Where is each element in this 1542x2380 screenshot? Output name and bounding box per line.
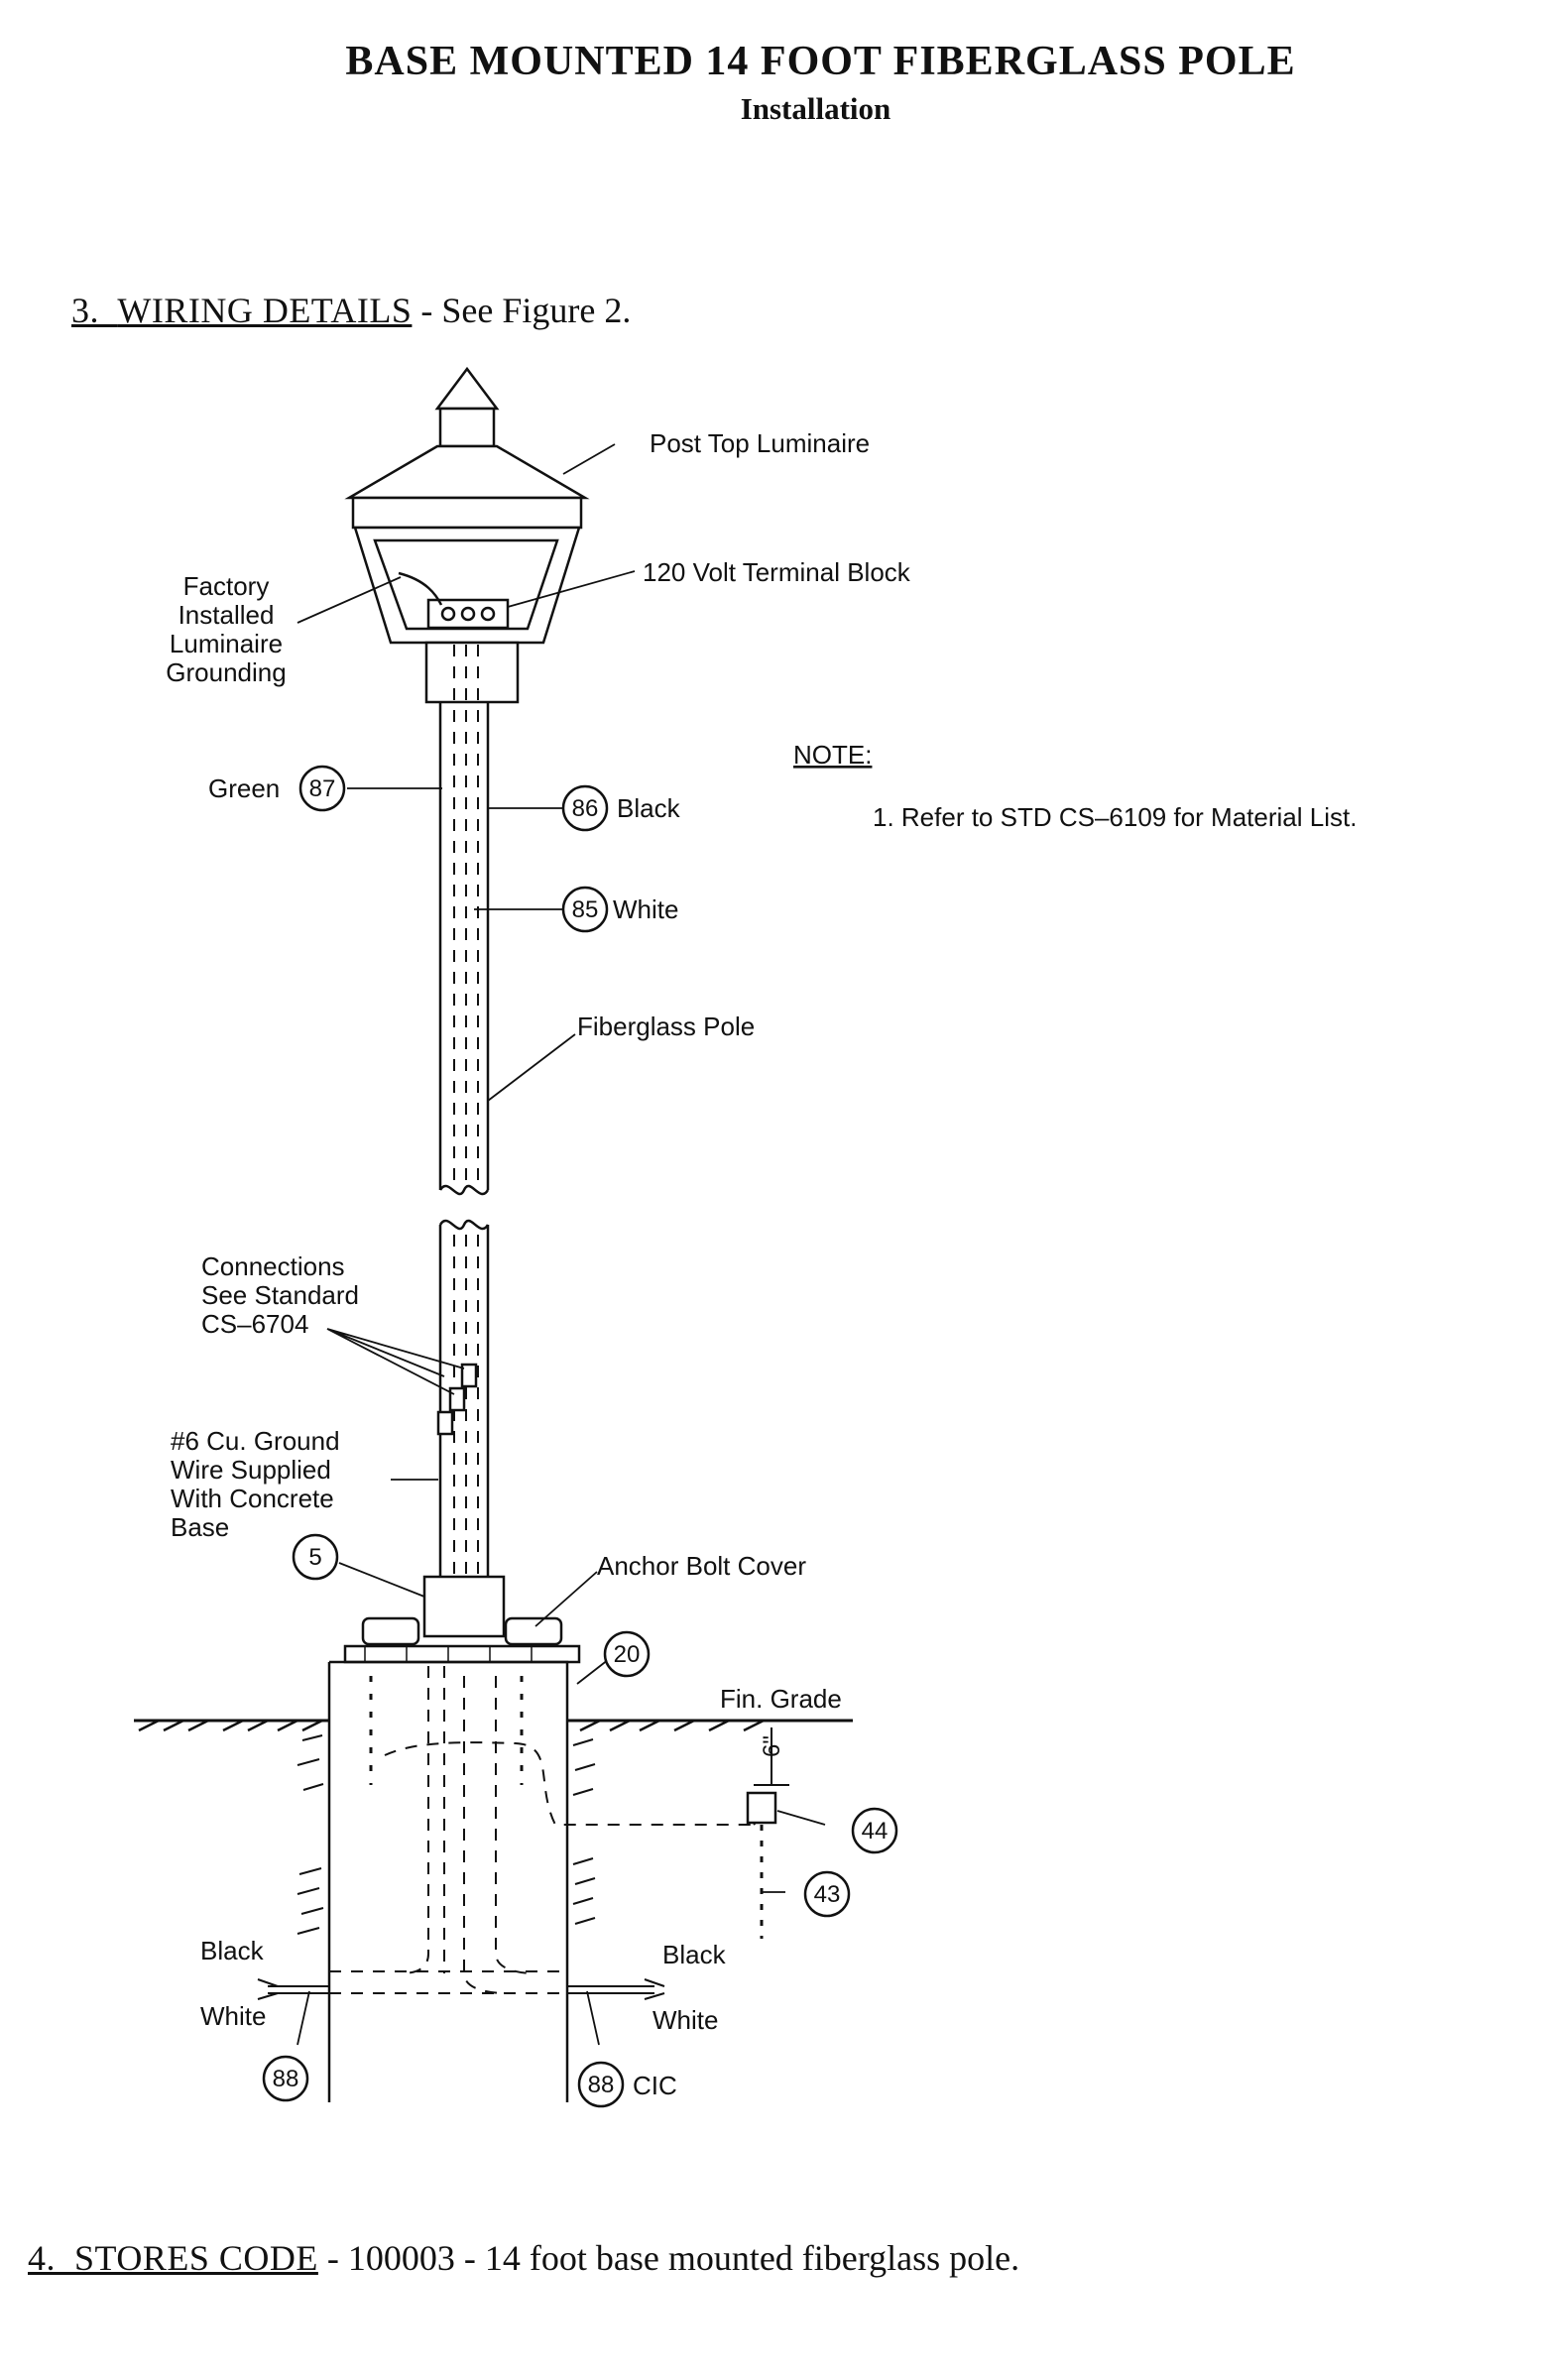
label-factory-grounding-3: Luminaire (170, 629, 283, 658)
section-3-title: 3. WIRING DETAILS (71, 291, 413, 330)
label-fin-grade: Fin. Grade (720, 1684, 842, 1714)
label-factory-grounding-2: Installed (178, 600, 275, 630)
label-fiberglass-pole: Fiberglass Pole (577, 1012, 755, 1041)
note-item: 1. Refer to STD CS–6109 for Material Lis… (873, 802, 1357, 832)
section-4-heading: 4. STORES CODE - 100003 - 14 foot base m… (28, 2237, 1019, 2279)
section-3-heading: 3. WIRING DETAILS - See Figure 2. (71, 290, 631, 331)
concrete-base (327, 1660, 569, 2102)
callout-88-right: 88 (588, 2072, 615, 2098)
upper-break (438, 1184, 490, 1196)
callout-circles (262, 765, 898, 2108)
luminaire-band (351, 496, 583, 530)
splice-connector (448, 1386, 466, 1412)
label-ground-wire-3: With Concrete (171, 1484, 334, 1513)
section-3-reference: - See Figure 2. (420, 291, 632, 330)
label-ground-wire-2: Wire Supplied (171, 1455, 331, 1485)
callout-86: 86 (572, 795, 599, 822)
label-anchor-bolt-cover: Anchor Bolt Cover (597, 1551, 806, 1581)
label-right-white: White (652, 2005, 718, 2035)
soil-hatching (297, 1734, 596, 1935)
callout-87: 87 (309, 775, 336, 802)
section-4-title: 4. STORES CODE (28, 2238, 318, 2278)
junction-box (746, 1791, 777, 1825)
label-white: White (613, 894, 678, 924)
label-six-inch: 6" (759, 1735, 785, 1757)
label-terminal-block: 120 Volt Terminal Block (643, 557, 911, 587)
splice-connector (436, 1410, 454, 1436)
label-connections-3: CS–6704 (201, 1309, 308, 1339)
upper-pole (438, 702, 490, 1190)
label-left-white: White (200, 2001, 266, 2031)
anchor-bolts (369, 1676, 524, 1785)
pole-fitter (424, 641, 520, 704)
splice-connector (460, 1363, 478, 1388)
pole-wires (453, 645, 479, 1587)
anchor-cover-right (504, 1616, 563, 1646)
label-factory-grounding-4: Grounding (166, 657, 286, 687)
luminaire-glass (373, 538, 559, 631)
finial-shape (434, 366, 500, 411)
ground-lead (398, 571, 443, 606)
luminaire-frame (353, 526, 581, 645)
callout-88-left: 88 (273, 2066, 299, 2092)
document-subtitle: Installation (740, 91, 891, 126)
anchor-cover-left (361, 1616, 420, 1646)
label-connections-1: Connections (201, 1251, 345, 1281)
base-wires (329, 1666, 774, 1994)
label-ground-wire-4: Base (171, 1512, 229, 1542)
terminal-screw (460, 606, 476, 622)
lower-break (438, 1219, 490, 1231)
luminaire-roof (344, 444, 590, 500)
callout-20: 20 (614, 1641, 641, 1668)
label-factory-grounding-1: Factory (183, 571, 270, 601)
label-post-top-luminaire: Post Top Luminaire (650, 428, 870, 458)
document-title: BASE MOUNTED 14 FOOT FIBERGLASS POLE (345, 39, 1296, 84)
finial-neck (438, 407, 496, 448)
label-ground-wire-1: #6 Cu. Ground (171, 1426, 340, 1456)
callout-43: 43 (814, 1881, 841, 1908)
base-plate (343, 1644, 581, 1664)
label-right-black: Black (662, 1940, 727, 1969)
label-left-black: Black (200, 1936, 265, 1965)
leader-lines (297, 443, 826, 2046)
label-green: Green (208, 774, 280, 803)
label-cic: CIC (633, 2071, 677, 2100)
terminal-screw (480, 606, 496, 622)
label-connections-2: See Standard (201, 1280, 359, 1310)
callout-85: 85 (572, 896, 599, 923)
pole-base-collar (422, 1575, 506, 1638)
terminal-screw (440, 606, 456, 622)
callout-5: 5 (308, 1544, 321, 1571)
callout-44: 44 (862, 1818, 889, 1844)
label-black: Black (617, 793, 681, 823)
section-4-text: - 100003 - 14 foot base mounted fibergla… (326, 2238, 1020, 2278)
note-heading: NOTE: (793, 740, 872, 770)
grade-hatching (138, 1719, 765, 1732)
lower-pole (438, 1225, 490, 1577)
